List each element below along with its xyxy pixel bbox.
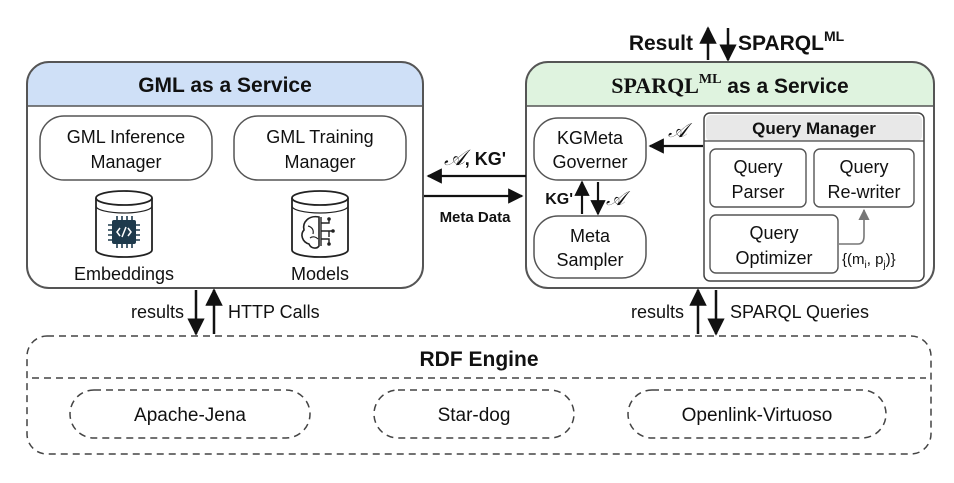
engine-apache-jena xyxy=(69,389,311,439)
sml-header-bg xyxy=(526,62,934,106)
query-manager-title: Query Manager xyxy=(752,119,876,138)
sparql-ml-label: SPARQLML xyxy=(738,28,845,55)
kg-prime-label: KG' xyxy=(545,191,573,208)
gml-title: GML as a Service xyxy=(138,74,312,97)
rewriter-line2: Re-writer xyxy=(827,182,900,202)
results-left-label: results xyxy=(131,302,184,322)
models-database-icon xyxy=(291,190,349,258)
a-symbol-small: 𝒜 xyxy=(606,188,631,210)
engine-openlink-virtuoso-label: Openlink-Virtuoso xyxy=(682,405,833,426)
parser-line2: Parser xyxy=(731,182,784,202)
embeddings-database-icon xyxy=(95,190,153,258)
gml-inference-line1: GML Inference xyxy=(67,127,185,147)
inter-service-links: 𝒜, KG' Meta Data xyxy=(424,145,526,226)
gml-service-panel: GML as a Service GML Inference Manager G… xyxy=(26,61,424,289)
brain-circuit-icon xyxy=(301,215,335,249)
optimizer-line1: Query xyxy=(749,223,798,243)
governer-line1: KGMeta xyxy=(557,128,624,148)
rdf-engine-title: RDF Engine xyxy=(420,348,539,371)
query-manager-header-bg xyxy=(706,115,922,141)
result-label: Result xyxy=(629,32,693,55)
kgmeta-governer xyxy=(533,117,647,181)
sampler-line2: Sampler xyxy=(556,250,623,270)
gml-training-manager xyxy=(233,115,407,181)
results-right-label: results xyxy=(631,302,684,322)
mp-pairs-label: {(mi, pj)} xyxy=(842,251,896,271)
parser-line1: Query xyxy=(733,157,782,177)
rdf-engine-panel: RDF Engine Apache-Jena Star-dog Openlink… xyxy=(26,335,932,455)
chip-icon xyxy=(108,216,140,248)
meta-data-label: Meta Data xyxy=(440,209,512,226)
top-io: Result SPARQLML xyxy=(629,26,845,62)
engine-star-dog-label: Star-dog xyxy=(438,405,511,426)
meta-sampler xyxy=(533,215,647,279)
engine-star-dog xyxy=(373,389,575,439)
sampler-line1: Meta xyxy=(570,226,611,246)
embeddings-label: Embeddings xyxy=(74,264,174,284)
a-symbol-qm: 𝒜 xyxy=(668,120,693,142)
rdf-engine-border xyxy=(26,335,932,455)
engine-apache-jena-label: Apache-Jena xyxy=(134,405,246,426)
governer-line2: Governer xyxy=(552,152,627,172)
gml-inference-line2: Manager xyxy=(90,152,161,172)
gml-inference-manager xyxy=(39,115,213,181)
gml-header-bg xyxy=(27,62,423,106)
http-calls-label: HTTP Calls xyxy=(228,302,320,322)
query-optimizer xyxy=(709,214,839,274)
query-rewriter xyxy=(813,148,915,208)
rewriter-line1: Query xyxy=(839,157,888,177)
sparql-ml-service-panel: SPARQLML as a Service KGMeta Governer Me… xyxy=(525,61,935,289)
models-label: Models xyxy=(291,264,349,284)
engine-openlink-virtuoso xyxy=(627,389,887,439)
query-parser xyxy=(709,148,807,208)
a-kg-label: 𝒜, KG' xyxy=(444,145,506,170)
gml-training-line2: Manager xyxy=(284,152,355,172)
optimizer-line2: Optimizer xyxy=(735,248,812,268)
gml-panel-border xyxy=(26,61,424,289)
engine-links: results HTTP Calls results SPARQL Querie… xyxy=(131,288,869,336)
sparql-queries-label: SPARQL Queries xyxy=(730,302,869,322)
optimizer-to-rewriter-arrow xyxy=(839,208,870,245)
gml-training-line1: GML Training xyxy=(266,127,373,147)
sml-title: SPARQLML as a Service xyxy=(611,72,848,98)
